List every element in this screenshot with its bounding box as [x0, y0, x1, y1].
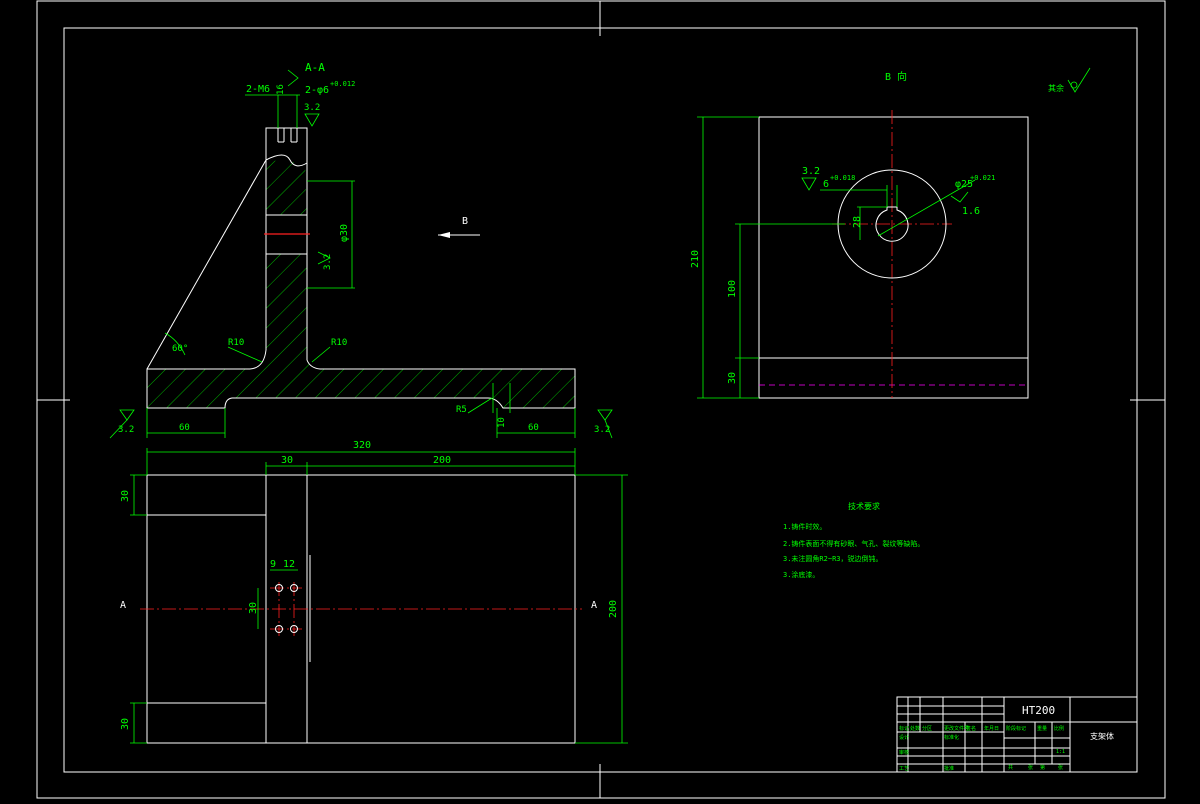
view-b-title: B 向 [885, 70, 907, 83]
dim-30-top: 30 [120, 490, 131, 502]
general-roughness-label: 其余 [1048, 83, 1064, 93]
fillet-r10-left: R10 [228, 338, 244, 348]
view-b: B 向 210 100 30 3.2 6 +0.018 [690, 70, 1029, 399]
keyed-bore [875, 206, 909, 242]
plan-holes [270, 582, 302, 636]
bottom-dims: 60 60 3.2 3.2 [109, 408, 613, 439]
dim-12: 12 [283, 559, 295, 570]
note-2: 2.铸件表面不得有砂眼、气孔、裂纹等缺陷。 [783, 539, 924, 548]
angle-60: 60° [172, 344, 188, 354]
plan-view: 320 30 200 30 30 200 9 12 30 A A [120, 440, 628, 744]
top-slots [277, 128, 298, 143]
technical-notes: 技术要求 1.铸件时效。 2.铸件表面不得有砂眼、气孔、裂纹等缺陷。 3.未注圆… [783, 501, 924, 579]
callout-16: 16 [276, 84, 286, 95]
note-1: 1.铸件时效。 [783, 522, 826, 531]
svg-text:重量: 重量 [1037, 725, 1047, 732]
part-outline [146, 127, 576, 409]
fillet-r10-right: R10 [331, 338, 347, 348]
view-b-arrow-label: B [462, 216, 468, 227]
dim-10: 10 [497, 417, 507, 428]
angle-fillet-labels: 60° R10 R10 R5 10 [164, 332, 511, 428]
dim-30-holes: 30 [248, 602, 259, 614]
section-aa-view: φ30 3.2 2-M6 16 2-φ6 +0.012 A-A 3.2 60° … [109, 61, 613, 439]
keyway-tol: +0.018 [830, 174, 855, 182]
roughness-bore-symbol: 3.2 [317, 251, 333, 270]
svg-text:3.2: 3.2 [118, 425, 134, 435]
svg-text:3.2: 3.2 [594, 425, 610, 435]
part-name: 支架体 [1090, 731, 1114, 741]
svg-text:比例: 比例 [1054, 725, 1064, 732]
section-mark-a-right: A [591, 600, 597, 611]
svg-text:年月日: 年月日 [984, 725, 999, 732]
svg-text:标准化: 标准化 [944, 734, 959, 741]
svg-text:共: 共 [1008, 764, 1013, 771]
general-roughness: 其余 [1048, 67, 1091, 93]
callout-m6: 2-M6 [246, 84, 270, 95]
section-aa-title: A-A [305, 61, 325, 74]
roughness-keyway: 3.2 [802, 166, 820, 177]
svg-text:设计: 设计 [899, 734, 909, 741]
svg-text:批准: 批准 [944, 765, 954, 772]
centering-marks [37, 1, 1165, 798]
dim-320: 320 [353, 440, 371, 451]
svg-text:3.2: 3.2 [304, 103, 320, 113]
material-label: HT200 [1022, 704, 1055, 717]
callout-phi6-tol: +0.012 [330, 80, 355, 88]
svg-text:标记: 标记 [899, 725, 909, 732]
callout-phi6: 2-φ6 [305, 85, 329, 96]
dim-phi30: φ30 [307, 180, 355, 289]
dim-210: 210 [690, 250, 701, 268]
bore-dia: φ25 [955, 179, 973, 190]
dim-200: 200 [433, 455, 451, 466]
svg-text:处数: 处数 [910, 725, 920, 732]
notes-title: 技术要求 [848, 501, 880, 511]
hatch-column-upper [266, 160, 307, 215]
dim-100: 100 [727, 280, 738, 298]
svg-text:签名: 签名 [966, 725, 976, 732]
svg-text:分区: 分区 [922, 725, 932, 732]
top-callouts: 2-M6 16 2-φ6 +0.012 A-A 3.2 [245, 61, 355, 128]
svg-text:张: 张 [1028, 764, 1033, 771]
break-line [265, 154, 308, 167]
keyway-depth: 28 [852, 216, 863, 228]
note-3: 3.未注圆角R2~R3，锐边倒钝。 [783, 554, 883, 563]
view-b-dims: 210 100 30 3.2 6 +0.018 28 φ25 +0.021 1.… [690, 116, 995, 399]
dim-phi30-text: φ30 [339, 224, 350, 242]
dim-60-left: 60 [179, 423, 190, 433]
keyway-width: 6 [823, 179, 829, 190]
bore-tol: +0.021 [970, 174, 995, 182]
hatch-column-lower [147, 254, 575, 408]
dim-30-bottom: 30 [120, 718, 131, 730]
dim-30: 30 [281, 455, 293, 466]
roughness-bore-b: 1.6 [962, 206, 980, 217]
svg-text:阶段标记: 阶段标记 [1006, 725, 1026, 732]
svg-text:审核: 审核 [899, 749, 909, 756]
dim-60-right: 60 [528, 423, 539, 433]
dim-9: 9 [270, 559, 276, 570]
dim-30-b: 30 [727, 372, 738, 384]
svg-text:更改文件号: 更改文件号 [944, 725, 969, 732]
svg-text:第: 第 [1040, 764, 1045, 771]
plan-dims: 320 30 200 30 30 200 9 12 30 A A [120, 440, 628, 744]
note-4: 3.涂底漆。 [783, 570, 819, 579]
section-mark-a-left: A [120, 600, 126, 611]
svg-text:张: 张 [1058, 764, 1063, 771]
dim-200-right: 200 [608, 600, 619, 618]
view-b-arrow: B [438, 216, 480, 238]
fillet-r5: R5 [456, 405, 467, 415]
svg-text:3.2: 3.2 [323, 254, 333, 270]
scale-text: 1:1 [1056, 749, 1065, 755]
svg-text:工艺: 工艺 [899, 766, 909, 772]
rib-edge [146, 159, 267, 370]
title-block: HT200 支架体 1:1 标记 处数 分区 更改文件号 签名 年月日 设计 审… [896, 696, 1138, 773]
view-b-outline [758, 116, 1029, 399]
